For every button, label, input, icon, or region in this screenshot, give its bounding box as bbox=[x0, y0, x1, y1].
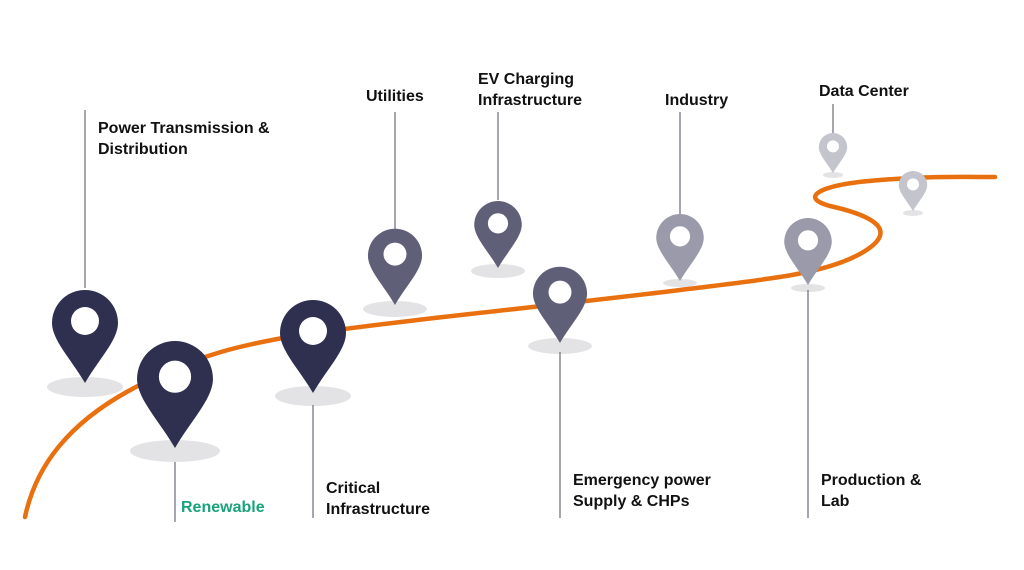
label-production-lab: Production & Lab bbox=[821, 470, 921, 512]
map-pin-icon bbox=[52, 290, 118, 383]
label-line: Production & bbox=[821, 472, 922, 489]
marker-shadow bbox=[275, 386, 351, 406]
map-pin-icon bbox=[137, 341, 213, 448]
label-power-transmission: Power Transmission & Distribution bbox=[98, 118, 270, 160]
label-line: Lab bbox=[821, 493, 850, 510]
pin-hole bbox=[797, 230, 819, 251]
label-line: Distribution bbox=[98, 141, 188, 158]
label-line: Critical bbox=[326, 480, 381, 497]
pin-hole bbox=[669, 226, 691, 247]
label-line: Data Center bbox=[819, 83, 909, 100]
pin-hole bbox=[548, 280, 572, 304]
pin-hole bbox=[299, 317, 327, 345]
marker-shadow bbox=[903, 210, 923, 216]
marker-shadow bbox=[791, 284, 825, 292]
label-line: Emergency power bbox=[573, 472, 711, 489]
map-pin-icon bbox=[367, 228, 423, 305]
map-pin-icon bbox=[656, 214, 704, 281]
marker-shadow bbox=[528, 338, 592, 354]
marker-renewable bbox=[130, 341, 220, 522]
marker-data-center bbox=[818, 104, 848, 178]
pin-hole bbox=[71, 307, 99, 335]
label-line: EV Charging bbox=[478, 71, 575, 88]
pin-hole bbox=[383, 242, 407, 266]
map-pin-icon bbox=[898, 171, 928, 211]
label-line: Industry bbox=[665, 92, 729, 109]
marker-emergency-power bbox=[528, 266, 592, 518]
label-line: Renewable bbox=[181, 499, 265, 516]
marker-shadow bbox=[823, 172, 843, 178]
label-line: Infrastructure bbox=[326, 501, 431, 518]
marker-shadow bbox=[471, 264, 525, 278]
pin-hole bbox=[906, 178, 920, 191]
map-pin-icon bbox=[532, 266, 588, 343]
label-line: Power Transmission & bbox=[98, 120, 270, 137]
marker-production-lab bbox=[784, 218, 832, 518]
markers-layer bbox=[47, 104, 928, 522]
marker-shadow bbox=[363, 301, 427, 317]
marker-shadow bbox=[663, 279, 697, 287]
pin-hole bbox=[826, 140, 840, 153]
map-pin-icon bbox=[474, 201, 522, 268]
label-utilities: Utilities bbox=[366, 86, 424, 107]
label-line: Utilities bbox=[366, 88, 424, 105]
pin-hole bbox=[158, 360, 192, 393]
label-line: Supply & CHPs bbox=[573, 493, 690, 510]
map-pin-icon bbox=[280, 300, 346, 393]
marker-unlabeled-end bbox=[898, 171, 928, 216]
map-pin-icon bbox=[784, 218, 832, 285]
label-industry: Industry bbox=[665, 90, 728, 111]
marker-critical-infrastructure bbox=[275, 300, 351, 518]
marker-ev-charging bbox=[471, 112, 525, 278]
marker-utilities bbox=[363, 112, 427, 317]
label-renewable: Renewable bbox=[181, 497, 265, 518]
marker-shadow bbox=[47, 377, 123, 397]
label-data-center: Data Center bbox=[819, 81, 909, 102]
marker-industry bbox=[656, 112, 704, 287]
label-line: Infrastructure bbox=[478, 92, 583, 109]
pin-hole bbox=[487, 213, 509, 234]
map-pin-icon bbox=[818, 133, 848, 173]
marker-power-transmission bbox=[47, 110, 123, 397]
marker-shadow bbox=[130, 440, 220, 462]
